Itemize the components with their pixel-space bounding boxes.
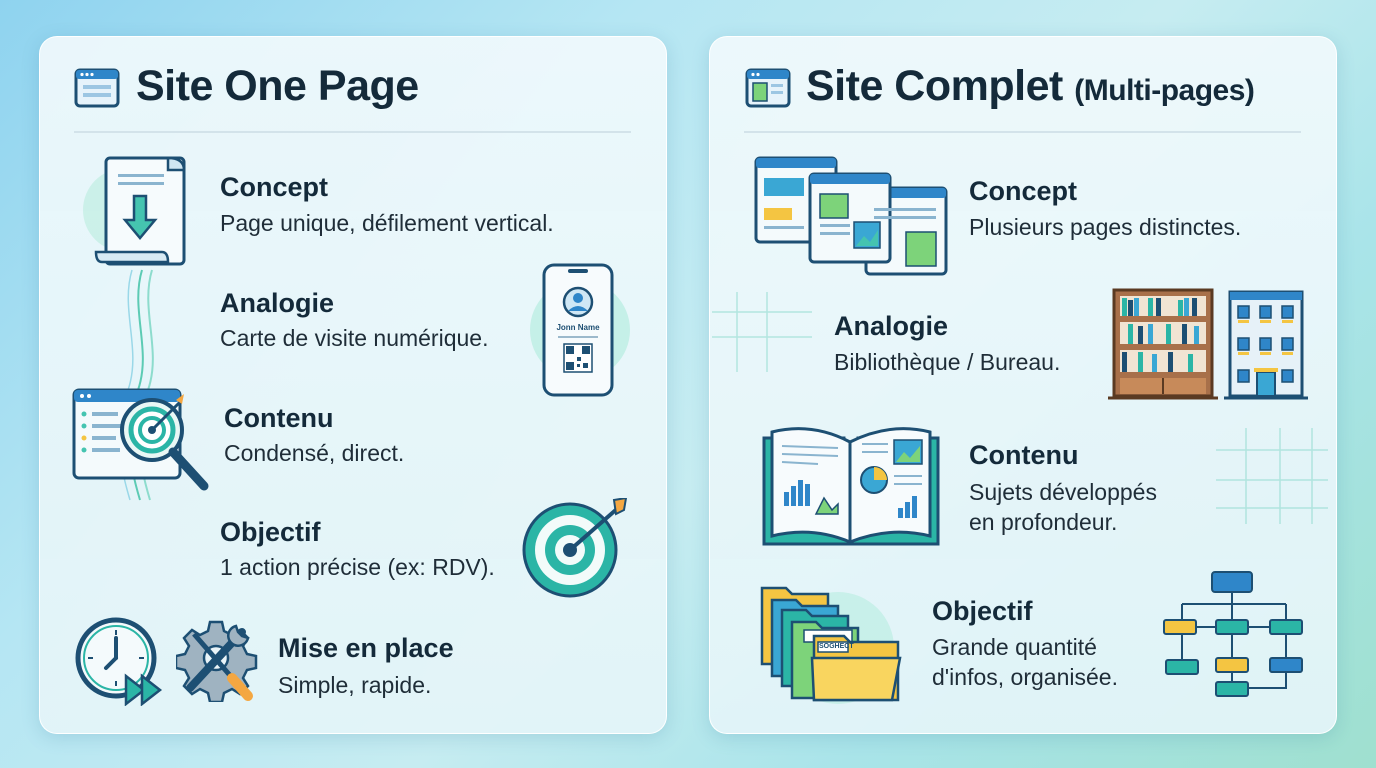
multi-page-concept-heading: Concept	[969, 176, 1077, 206]
clock-fast-forward-icon	[75, 617, 163, 706]
multi-page-goal-text-line2: d'infos, organisée.	[932, 664, 1118, 690]
tools-gear-icon	[176, 620, 258, 702]
phone-card-name: Jonn Name	[556, 323, 600, 332]
one-page-goal-text: 1 action précise (ex: RDV).	[220, 554, 495, 580]
one-page-concept-heading: Concept	[220, 172, 328, 202]
sitemap-flowchart-icon	[1163, 571, 1303, 697]
target-arrow-icon	[522, 498, 628, 598]
multi-page-content-heading: Contenu	[969, 440, 1079, 470]
browser-window-icon	[745, 68, 791, 108]
one-page-concept-text: Page unique, défilement vertical.	[220, 210, 554, 236]
one-page-content-text: Condensé, direct.	[224, 440, 405, 466]
multi-page-goal-text-line1: Grande quantité	[932, 634, 1097, 660]
page-title-one-page: Site One Page	[136, 62, 419, 110]
title-main: Site Complet	[806, 62, 1063, 110]
page-title-multi-page: Site Complet (Multi-pages)	[806, 62, 1255, 111]
content-magnifier-icon	[72, 388, 209, 491]
multi-page-content-text-line1: Sujets développés	[969, 479, 1157, 505]
divider	[744, 131, 1301, 133]
grid-decoration	[1216, 428, 1328, 524]
title-sub: (Multi-pages)	[1074, 74, 1255, 107]
multi-page-analogy-heading: Analogie	[834, 311, 949, 341]
folder-label: SOGHECT	[819, 643, 854, 650]
divider	[74, 131, 631, 133]
one-page-analogy-heading: Analogie	[220, 288, 335, 318]
one-page-setup-heading: Mise en place	[278, 633, 454, 663]
multi-page-content-text-line2: en profondeur.	[969, 509, 1118, 535]
multi-page-goal-heading: Objectif	[932, 596, 1033, 626]
one-page-setup-text: Simple, rapide.	[278, 672, 432, 698]
open-book-icon	[762, 427, 940, 546]
browser-window-icon	[74, 68, 120, 108]
phone-business-card-icon: Jonn Name	[520, 260, 632, 400]
one-page-goal-heading: Objectif	[220, 517, 321, 547]
multi-page-analogy-text: Bibliothèque / Bureau.	[834, 349, 1061, 375]
office-building-icon	[1224, 290, 1308, 400]
one-page-content-heading: Contenu	[224, 403, 334, 433]
bookshelf-icon	[1108, 288, 1218, 400]
multi-page-concept-text: Plusieurs pages distinctes.	[969, 214, 1242, 240]
one-page-analogy-text: Carte de visite numérique.	[220, 325, 489, 351]
grid-decoration	[712, 292, 812, 372]
folders-icon: SOGHECT	[758, 576, 904, 706]
multiple-pages-icon	[754, 156, 948, 276]
